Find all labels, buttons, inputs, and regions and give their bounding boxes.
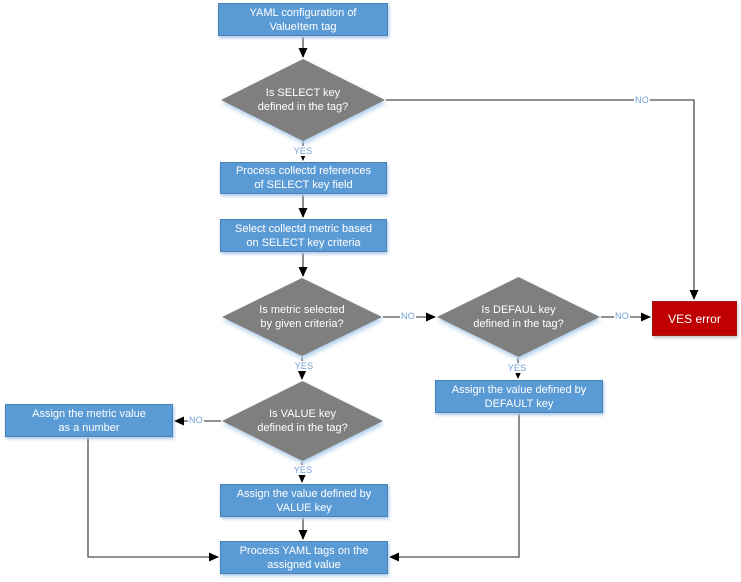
process-yaml-tags-on-assigned-value: Process YAML tags on the assigned value [220, 541, 388, 574]
edge-label-yes-default: YES [506, 363, 528, 373]
diamond-shape: Is VALUE key defined in the tag? [222, 381, 383, 461]
edge-label-yes-metric: YES [293, 361, 315, 371]
process-yaml-configuration: YAML configuration of ValueItem tag [218, 3, 388, 36]
process-assign-metric-as-number: Assign the metric value as a number [5, 404, 173, 437]
process-select-collectd-metric: Select collectd metric based on SELECT k… [220, 219, 387, 252]
edge-label-no-select: NO [634, 95, 650, 105]
edge-label-yes-value: YES [292, 465, 314, 475]
decision-is-default-key: Is DEFAUL key defined in the tag? [437, 277, 600, 357]
decision-is-metric-selected: Is metric selected by given criteria? [222, 278, 382, 356]
decision-is-select-key: Is SELECT key defined in the tag? [221, 59, 385, 141]
process-assign-value-key-value: Assign the value defined by VALUE key [220, 484, 388, 517]
edge-label-no-metric: NO [400, 311, 416, 321]
edge-assignnumber-to-processyaml [87, 438, 219, 562]
edge-select-no-to-ves [386, 99, 699, 300]
process-collectd-references: Process collectd references of SELECT ke… [220, 162, 387, 194]
edge-label-no-default: NO [614, 311, 630, 321]
diamond-shape: Is DEFAUL key defined in the tag? [437, 277, 600, 357]
edge-assigndefault-to-processyaml [389, 414, 520, 562]
edge-label-no-value: NO [188, 415, 204, 425]
edge-label-yes-select: YES [292, 146, 314, 156]
process-assign-default-key-value: Assign the value defined by DEFAULT key [435, 380, 603, 413]
diamond-shape: Is SELECT key defined in the tag? [221, 59, 385, 141]
diamond-shape: Is metric selected by given criteria? [222, 278, 382, 356]
decision-is-value-key: Is VALUE key defined in the tag? [222, 381, 383, 461]
terminal-ves-error: VES error [652, 301, 737, 336]
